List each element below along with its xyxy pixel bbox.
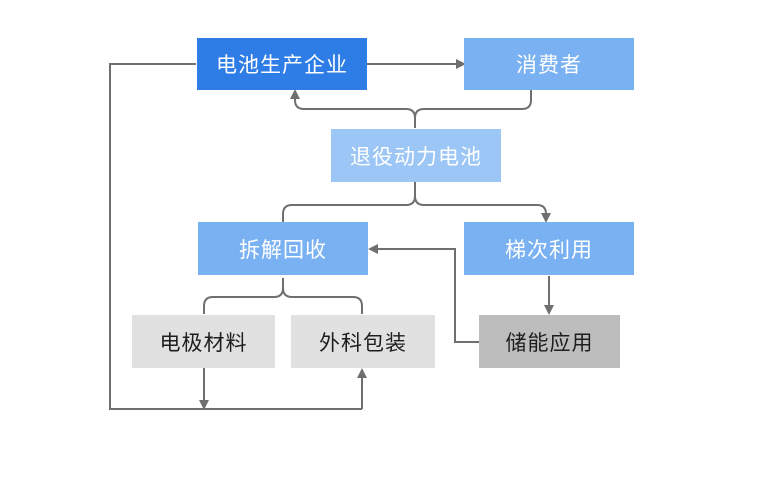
node-battery-manufacturer: 电池生产企业	[197, 38, 367, 90]
brace-bottom-left	[203, 278, 284, 314]
node-electrode-material: 电极材料	[132, 315, 275, 368]
node-retired-power-battery: 退役动力电池	[331, 129, 501, 182]
arrow-storage-to-dismantle	[368, 244, 479, 343]
arrow-to-cascade-use	[414, 195, 551, 223]
brace-top	[414, 90, 532, 128]
node-outer-packaging: 外科包装	[291, 315, 435, 368]
brace-middle-left	[282, 182, 416, 222]
node-cascade-use: 梯次利用	[464, 222, 634, 275]
loop-line	[109, 63, 362, 410]
arrow-to-manufacturer	[290, 89, 416, 119]
node-energy-storage: 储能应用	[479, 315, 620, 368]
brace-bottom-right	[282, 287, 363, 314]
node-consumer: 消费者	[464, 38, 634, 90]
node-dismantle-recycle: 拆解回收	[198, 222, 368, 275]
